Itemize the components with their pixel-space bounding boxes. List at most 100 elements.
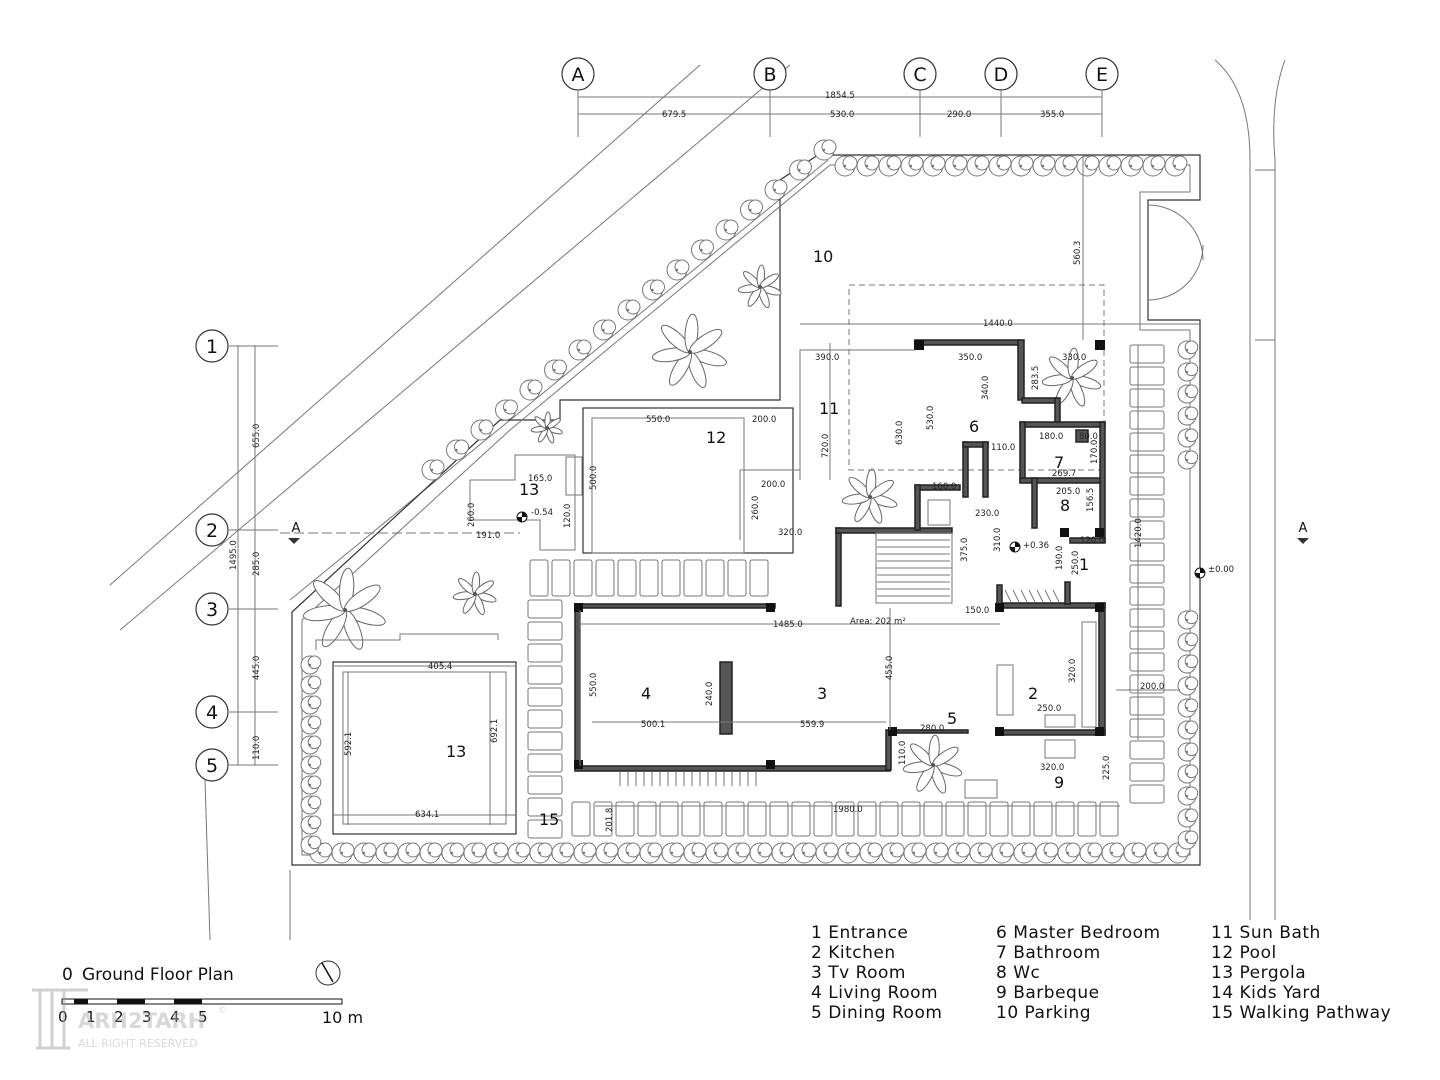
dimension-label: 634.1 xyxy=(415,810,439,820)
palm-icon xyxy=(902,734,963,794)
dimension-label: 230.0 xyxy=(975,509,999,519)
dimension-label: 80.0 xyxy=(1079,432,1098,442)
dim-left-1: 655.0 xyxy=(252,424,262,448)
dimension-label: 692.1 xyxy=(490,719,500,743)
grid-row-1: 1 xyxy=(195,329,278,363)
dimension-label: 283.5 xyxy=(1031,366,1041,390)
north-arrow-icon xyxy=(315,960,341,986)
dimension-label: 455.0 xyxy=(885,656,895,680)
plan-title-number: 0 xyxy=(62,965,73,985)
dimension-label: 240.0 xyxy=(705,682,715,706)
walking-pathway-paving xyxy=(527,344,1165,839)
dimension-label: 320.0 xyxy=(778,528,802,538)
dimension-label: 200.0 xyxy=(752,415,776,425)
dimension-label: 150.0 xyxy=(965,606,989,616)
room-9: 9 xyxy=(1054,773,1064,792)
dim-left-total: 1495.0 xyxy=(229,540,239,570)
dimension-label: 205.0 xyxy=(1056,487,1080,497)
dimension-label: 225.0 xyxy=(1102,756,1112,780)
room-4: 4 xyxy=(641,684,651,703)
dimension-label: 310.0 xyxy=(993,528,1003,552)
legend-item: 10 Parking xyxy=(996,1003,1091,1023)
dimension-label: 201.8 xyxy=(605,808,615,832)
scale-tick: 3 xyxy=(142,1008,152,1026)
dimension-label: 180.0 xyxy=(1039,432,1063,442)
grid-row-label: 2 xyxy=(206,520,218,542)
room-8: 8 xyxy=(1060,496,1070,515)
dimension-label: 200.0 xyxy=(761,480,785,490)
scale-end-label: 10 m xyxy=(322,1008,363,1027)
dimension-label: 260.0 xyxy=(751,496,761,520)
dimension-label: 340.0 xyxy=(981,376,991,400)
room-3: 3 xyxy=(817,684,827,703)
grid-column-label: B xyxy=(763,64,776,86)
grid-row-5: 5 xyxy=(195,748,278,782)
area-label: Area: 202 m² xyxy=(850,617,906,627)
room-13-a: 13 xyxy=(519,480,539,499)
palm-icon xyxy=(530,411,563,444)
legend-item: 2 Kitchen xyxy=(811,943,896,963)
grid-column-a: A xyxy=(561,57,595,137)
legend-column-1: 1 Entrance 2 Kitchen 3 Tv Room 4 Living … xyxy=(811,923,942,1023)
level-marks: -0.54 +0.36 ±0.00 Area: 202 m² xyxy=(516,508,1234,627)
plan-title-block: 0 Ground Floor Plan 0 1 2 3 4 5 10 m ARH… xyxy=(32,960,363,1050)
dimension-label: 550.0 xyxy=(646,415,670,425)
scale-tick: 2 xyxy=(114,1008,124,1026)
dimension-label: 330.0 xyxy=(1062,353,1086,363)
legend-item: 9 Barbeque xyxy=(996,983,1100,1003)
pergola-areas xyxy=(315,454,576,835)
dim-top-2: 530.0 xyxy=(830,110,854,120)
site-boundary xyxy=(291,154,1275,866)
building-walls xyxy=(574,339,1106,799)
grid-column-label: C xyxy=(913,64,926,86)
legend-item: 13 Pergola xyxy=(1211,963,1306,983)
dimension-label: 269.7 xyxy=(1052,469,1076,479)
palm-icon xyxy=(737,264,782,309)
dimension-label: 110.0 xyxy=(898,741,908,765)
dimension-label: 260.0 xyxy=(467,503,477,527)
scale-tick: 5 xyxy=(198,1008,208,1026)
dim-top-1: 679.5 xyxy=(662,110,686,120)
grid-column-label: A xyxy=(572,64,585,86)
legend: 1 Entrance 2 Kitchen 3 Tv Room 4 Living … xyxy=(811,923,1391,1023)
plan-title: Ground Floor Plan xyxy=(82,965,234,985)
grid-column-d: D xyxy=(984,57,1018,137)
dimension-label: 500.0 xyxy=(589,466,599,490)
watermark-sub: ALL RIGHT RESERVED xyxy=(78,1037,198,1050)
dimension-label: 720.0 xyxy=(821,434,831,458)
dimension-lines xyxy=(237,96,1200,825)
dimension-label: 191.0 xyxy=(476,531,500,541)
legend-item: 12 Pool xyxy=(1211,943,1277,963)
scale-tick: 4 xyxy=(170,1008,180,1026)
grid-row-label: 5 xyxy=(206,755,218,777)
scale-bar: 0 1 2 3 4 5 10 m xyxy=(58,998,363,1027)
dim-top-3: 290.0 xyxy=(947,110,971,120)
dimension-label: 170.0 xyxy=(1090,440,1100,464)
dimension-label: 320.0 xyxy=(1040,763,1064,773)
dimension-label: 1485.0 xyxy=(773,620,803,630)
grid-row-3: 3 xyxy=(195,592,278,626)
legend-item: 14 Kids Yard xyxy=(1211,983,1321,1003)
palm-icon xyxy=(841,468,898,524)
dimension-label: 120.0 xyxy=(1080,536,1104,546)
legend-item: 5 Dining Room xyxy=(811,1003,942,1023)
dimension-label: 592.1 xyxy=(344,732,354,756)
dimension-label: 200.0 xyxy=(1140,682,1164,692)
dim-left-4: 110.0 xyxy=(252,736,262,760)
dimension-label: 190.0 xyxy=(1055,546,1065,570)
room-5: 5 xyxy=(947,709,957,728)
dim-top-4: 355.0 xyxy=(1040,110,1064,120)
palm-icon xyxy=(302,567,386,650)
section-marker-left: A xyxy=(292,521,301,536)
dimension-label: 560.3 xyxy=(1073,241,1083,265)
dimension-label: 550.0 xyxy=(589,673,599,697)
legend-item: 7 Bathroom xyxy=(996,943,1101,963)
dimension-label: 120.0 xyxy=(563,504,573,528)
palm-icon xyxy=(452,571,497,616)
dimension-label: 320.0 xyxy=(1068,659,1078,683)
legend-item: 1 Entrance xyxy=(811,923,908,943)
legend-item: 8 Wc xyxy=(996,963,1040,983)
legend-item: 11 Sun Bath xyxy=(1211,923,1321,943)
